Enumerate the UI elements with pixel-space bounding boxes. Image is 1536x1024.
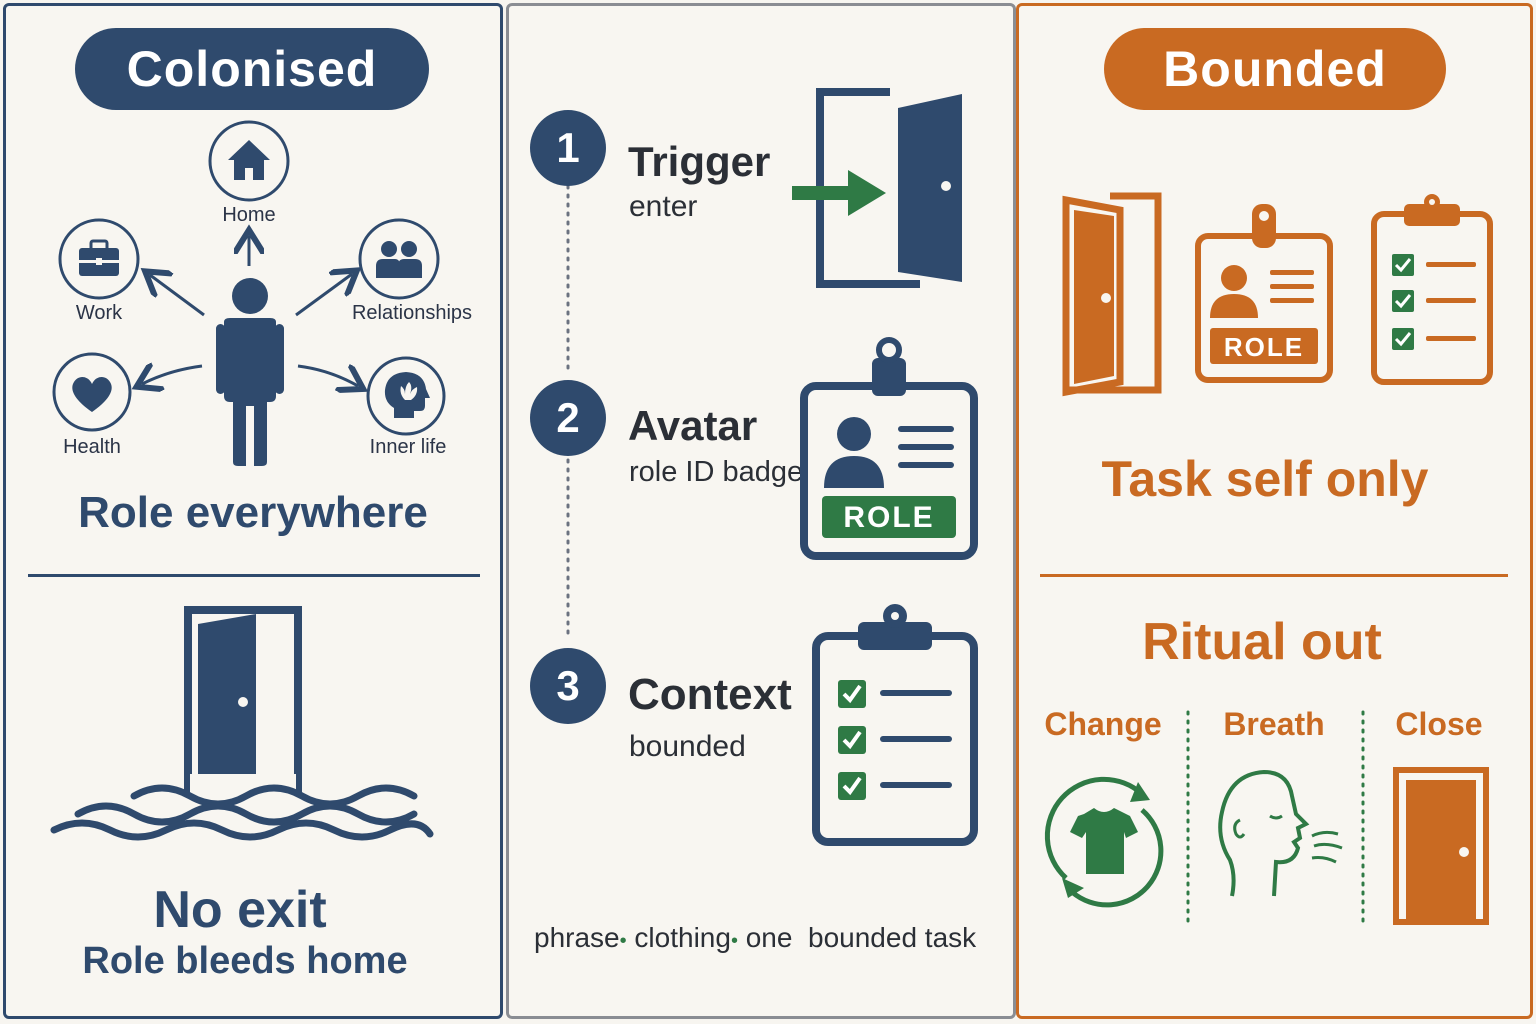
- footer-item-task: one bounded task: [745, 922, 977, 953]
- clipboard-checklist-icon: [812, 604, 978, 846]
- ritual-out-title: Ritual out: [1142, 613, 1382, 671]
- briefcase-icon: [58, 218, 140, 300]
- step-2-title: Avatar: [628, 402, 758, 449]
- heart-icon: [52, 352, 132, 432]
- colonised-title: Colonised: [126, 41, 378, 97]
- id-badge-icon: [800, 337, 978, 560]
- bounded-badge-text: ROLE: [1223, 332, 1305, 362]
- footer-separator: •: [730, 930, 738, 952]
- step-3-number: 3: [530, 648, 606, 724]
- orange-id-badge-icon: [1195, 204, 1333, 383]
- relationships-icon: [358, 218, 440, 300]
- no-exit-title: No exit: [153, 881, 327, 939]
- step-2-subtitle: role ID badge: [629, 456, 804, 488]
- footer-item-clothing: clothing: [634, 922, 731, 953]
- step-2-badge-text: ROLE: [843, 501, 935, 534]
- colonised-title-pill: Colonised: [75, 28, 429, 110]
- step-connector: [566, 184, 570, 638]
- left-divider: [28, 574, 480, 577]
- ritual-close-label: Close: [1395, 706, 1483, 742]
- task-self-caption: Task self only: [1101, 451, 1429, 507]
- orange-clipboard-icon: [1371, 194, 1493, 385]
- no-exit-subtitle: Role bleeds home: [82, 940, 408, 982]
- closed-door-icon: [1393, 767, 1489, 925]
- footer-item-phrase: phrase: [534, 922, 620, 953]
- role-everywhere-caption: Role everywhere: [78, 488, 428, 537]
- step-3-subtitle: bounded: [629, 730, 746, 763]
- flooded-door-icon: [50, 606, 434, 841]
- person-icon: [216, 278, 284, 466]
- ritual-dividers: [1186, 710, 1365, 924]
- bounded-title: Bounded: [1163, 41, 1387, 97]
- step-1-title: Trigger: [628, 138, 771, 185]
- door-enter-icon: [792, 88, 962, 288]
- breathing-head-icon: [1218, 769, 1343, 897]
- inner-life-head-icon: [366, 356, 446, 436]
- step-2-number: 2: [530, 380, 606, 456]
- step-1-number: 1: [530, 110, 606, 186]
- home-label: Home: [222, 204, 276, 226]
- shirt-cycle-icon: [1044, 776, 1164, 908]
- step-1-subtitle: enter: [629, 190, 698, 223]
- home-icon: [208, 120, 290, 202]
- ritual-breath-label: Breath: [1223, 706, 1325, 742]
- work-label: Work: [75, 302, 123, 324]
- footer-separator: •: [619, 930, 627, 952]
- domain-arrows: [0, 0, 500, 520]
- bounded-title-pill: Bounded: [1104, 28, 1446, 110]
- health-label: Health: [63, 436, 121, 458]
- steps-footer: phrase• clothing• one bounded task: [534, 922, 976, 954]
- step-3-title: Context: [628, 670, 792, 719]
- right-divider: [1040, 574, 1508, 577]
- ritual-change-label: Change: [1044, 706, 1162, 742]
- relationships-label: Relationships: [351, 302, 473, 324]
- inner-life-label: Inner life: [369, 436, 447, 458]
- open-door-icon: [1062, 192, 1162, 397]
